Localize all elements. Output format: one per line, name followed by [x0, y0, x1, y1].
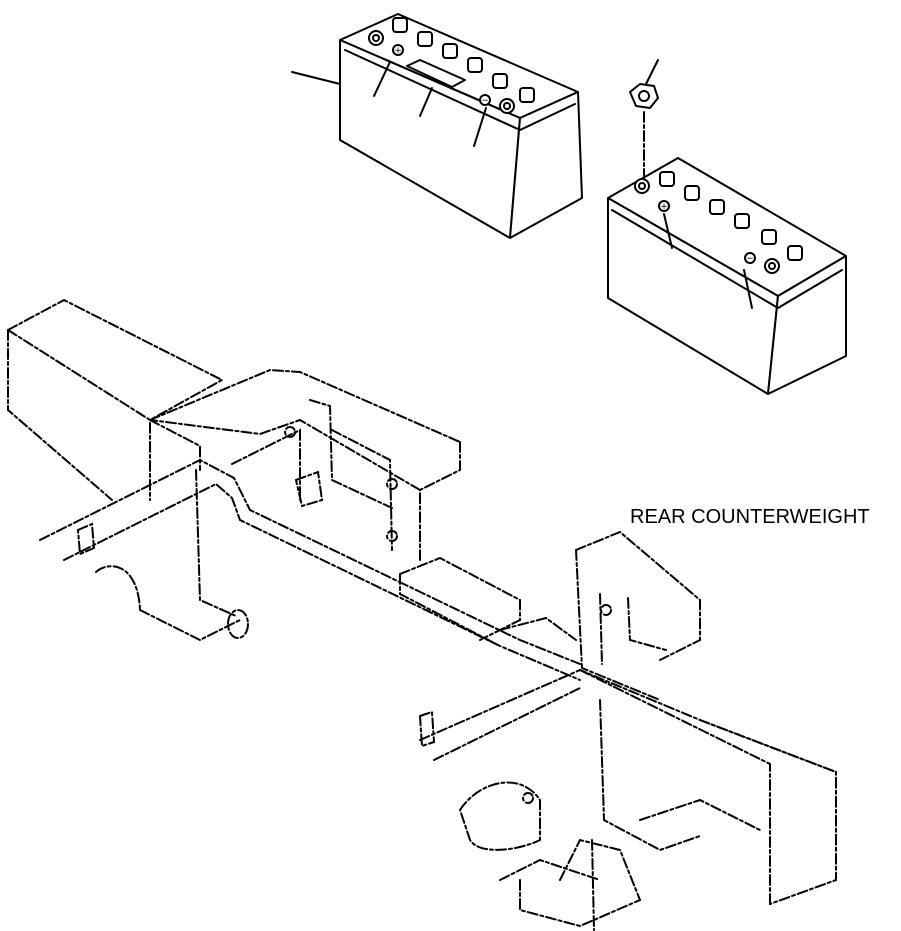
negative-symbol: −	[481, 96, 489, 106]
positive-symbol: +	[394, 46, 402, 56]
rear-counterweight-label: REAR COUNTERWEIGHT	[630, 506, 870, 528]
battery-right: + −	[607, 59, 847, 395]
battery-right-leaders	[663, 213, 753, 309]
upper-frame	[7, 298, 581, 681]
battery-right-terminal-positive: +	[634, 178, 670, 212]
battery-left-leaders	[291, 61, 487, 147]
battery-left-terminal-positive: +	[368, 30, 404, 56]
terminal-nut	[629, 59, 659, 177]
battery-left-caps	[392, 17, 535, 103]
battery-left: + −	[291, 13, 583, 239]
rear-counterweight	[418, 530, 837, 931]
battery-left-terminal-negative: −	[479, 94, 515, 114]
battery-right-caps	[659, 171, 803, 261]
battery-right-terminal-negative: −	[744, 252, 780, 274]
negative-symbol: −	[746, 254, 754, 264]
positive-symbol: +	[660, 202, 668, 212]
